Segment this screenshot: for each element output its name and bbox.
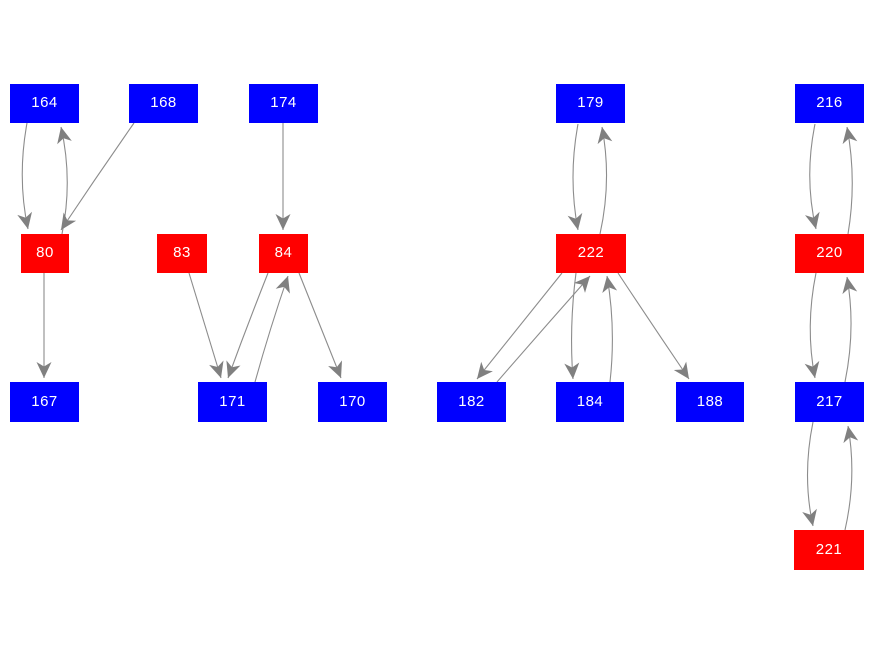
graph-node-220[interactable]: 220: [795, 234, 864, 273]
node-label: 80: [36, 244, 54, 261]
arrowhead-icon: [36, 362, 52, 378]
graph-node-170[interactable]: 170: [318, 382, 387, 422]
edge-222-to-188: [617, 272, 690, 380]
edge-line: [844, 425, 853, 531]
edge-84-to-170: [298, 272, 342, 379]
graph-node-171[interactable]: 171: [198, 382, 267, 422]
node-label: 84: [274, 244, 293, 261]
arrowhead-icon: [209, 360, 224, 378]
edge-220-to-216: [842, 126, 858, 235]
node-label: 188: [696, 392, 724, 410]
node-label: 174: [270, 94, 297, 111]
graph-node-174[interactable]: 174: [249, 84, 318, 123]
edge-line: [496, 275, 591, 383]
node-label: 164: [31, 94, 58, 111]
arrowhead-icon: [842, 127, 858, 145]
arrowhead-icon: [275, 276, 290, 294]
edge-line: [570, 272, 577, 380]
graph-node-84[interactable]: 84: [259, 234, 308, 273]
node-label: 171: [219, 392, 246, 410]
edge-222-to-184: [564, 272, 580, 380]
arrowhead-icon: [17, 211, 32, 229]
graph-node-80[interactable]: 80: [21, 234, 69, 273]
edge-line: [572, 123, 579, 231]
edge-222-to-182: [476, 272, 563, 380]
node-label: 217: [816, 392, 843, 410]
edge-line: [60, 122, 135, 231]
node-label: 167: [31, 392, 58, 410]
graph-node-83[interactable]: 83: [157, 234, 207, 273]
node-label: 83: [173, 244, 191, 261]
edge-182-to-222: [496, 275, 591, 383]
graph-node-188[interactable]: 188: [676, 382, 744, 422]
edge-line: [806, 421, 814, 527]
graph-node-179[interactable]: 179: [556, 84, 625, 123]
arrowhead-icon: [61, 212, 77, 230]
arrowhead-icon: [602, 276, 618, 293]
node-label: 222: [577, 244, 605, 261]
node-label: 216: [816, 94, 843, 111]
arrowhead-icon: [597, 127, 613, 145]
arrowhead-icon: [843, 426, 859, 444]
graph-node-168[interactable]: 168: [129, 84, 198, 123]
graph-node-217[interactable]: 217: [795, 382, 864, 422]
arrowhead-icon: [573, 276, 590, 293]
arrowhead-icon: [477, 361, 493, 379]
edge-222-to-179: [597, 126, 613, 235]
edge-line: [227, 272, 269, 379]
node-label: 168: [150, 94, 177, 111]
edge-line: [599, 126, 608, 235]
graph-node-216[interactable]: 216: [795, 84, 864, 123]
edge-179-to-222: [567, 123, 583, 231]
arrowhead-icon: [567, 212, 583, 230]
edge-84-to-171: [226, 272, 269, 379]
graph-node-221[interactable]: 221: [794, 530, 864, 570]
edge-line: [809, 272, 817, 379]
edge-168-to-80: [60, 122, 135, 231]
graph-node-164[interactable]: 164: [10, 84, 79, 123]
edge-line: [298, 272, 342, 379]
edge-216-to-220: [805, 123, 820, 230]
edge-217-to-221: [802, 421, 817, 527]
edge-line: [476, 272, 563, 380]
edge-line: [846, 126, 853, 235]
node-label: 170: [339, 392, 366, 410]
arrowhead-icon: [805, 211, 820, 229]
edge-217-to-220: [842, 276, 858, 383]
edge-164-to-80: [17, 122, 32, 230]
edge-line: [606, 275, 613, 383]
edge-80-to-167: [36, 272, 52, 378]
arrowhead-icon: [842, 277, 858, 295]
arrowhead-icon: [802, 508, 817, 526]
arrowhead-icon: [564, 362, 580, 379]
arrowhead-icon: [275, 214, 291, 230]
edge-line: [21, 122, 29, 230]
edge-220-to-217: [804, 272, 820, 379]
edge-184-to-222: [602, 275, 618, 383]
arrowhead-icon: [226, 360, 241, 378]
arrowhead-icon: [57, 127, 72, 145]
arrowhead-icon: [804, 360, 820, 378]
graph-node-184[interactable]: 184: [556, 382, 624, 422]
graph-node-182[interactable]: 182: [437, 382, 506, 422]
node-label: 220: [816, 244, 843, 261]
arrowhead-icon: [328, 360, 342, 378]
edge-line: [617, 272, 690, 380]
edge-174-to-84: [275, 122, 291, 230]
edge-line: [809, 123, 817, 230]
arrowhead-icon: [673, 361, 689, 379]
edge-83-to-171: [188, 272, 224, 379]
graph-node-167[interactable]: 167: [10, 382, 79, 422]
node-label: 184: [576, 392, 604, 410]
edge-line: [844, 276, 852, 383]
edge-line: [254, 275, 289, 383]
node-label: 179: [577, 94, 604, 111]
node-label: 221: [815, 540, 843, 558]
edge-221-to-217: [843, 425, 859, 531]
edge-171-to-84: [254, 275, 290, 383]
edge-line: [188, 272, 222, 379]
node-label: 182: [458, 392, 485, 410]
graph-node-222[interactable]: 222: [556, 234, 626, 273]
